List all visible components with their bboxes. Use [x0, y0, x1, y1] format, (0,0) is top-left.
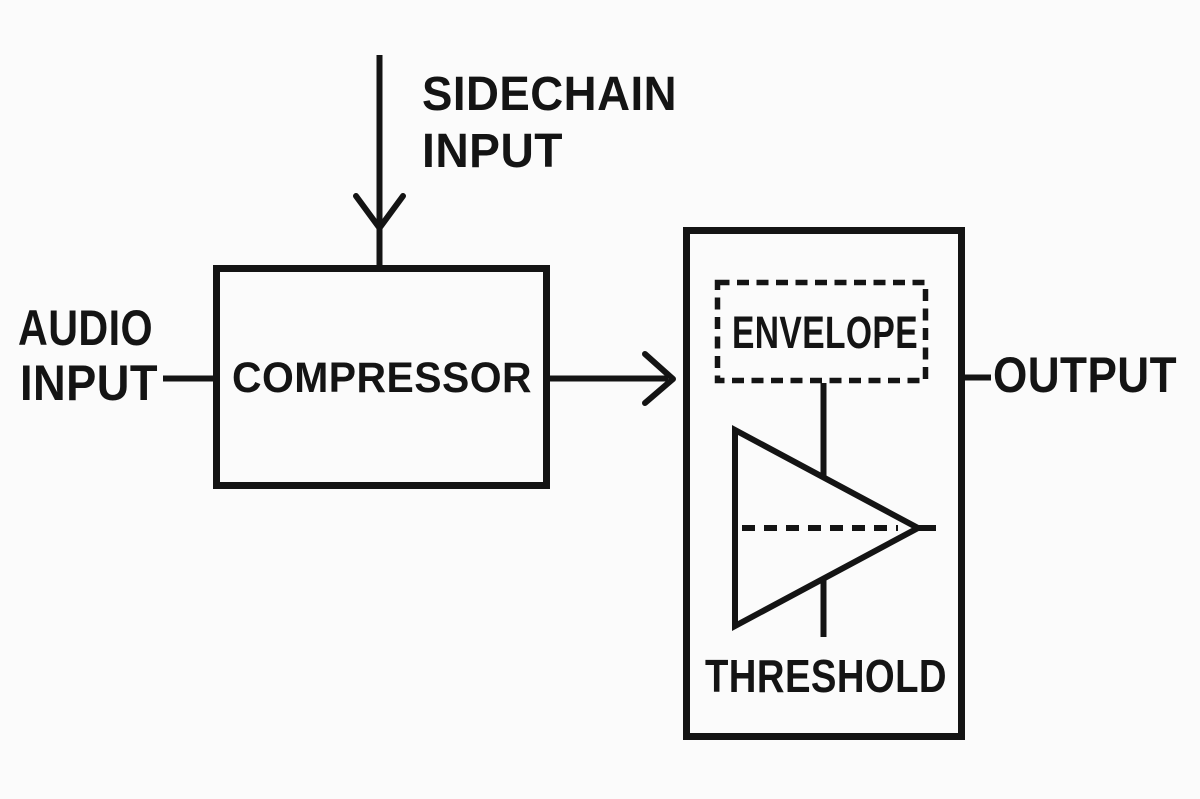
- sidechain-input-label-line2: INPUT: [422, 125, 563, 178]
- audio-input-label-line1: AUDIO: [18, 300, 153, 356]
- sidechain-arrowhead-icon: [353, 193, 406, 231]
- output-label: OUTPUT: [993, 347, 1177, 403]
- amplifier-triangle-icon: [732, 424, 925, 632]
- audio-input-label-line2: INPUT: [20, 355, 158, 411]
- threshold-label: THRESHOLD: [705, 650, 947, 702]
- sidechain-detector-box: [683, 227, 965, 740]
- envelope-label: ENVELOPE: [732, 307, 918, 358]
- compressor-label: COMPRESSOR: [232, 354, 532, 402]
- sidechain-input-label-line1: SIDECHAIN: [422, 68, 677, 121]
- right-arrowhead-icon: [642, 351, 676, 406]
- envelope-box: [714, 279, 929, 384]
- compressor-box: [213, 265, 550, 489]
